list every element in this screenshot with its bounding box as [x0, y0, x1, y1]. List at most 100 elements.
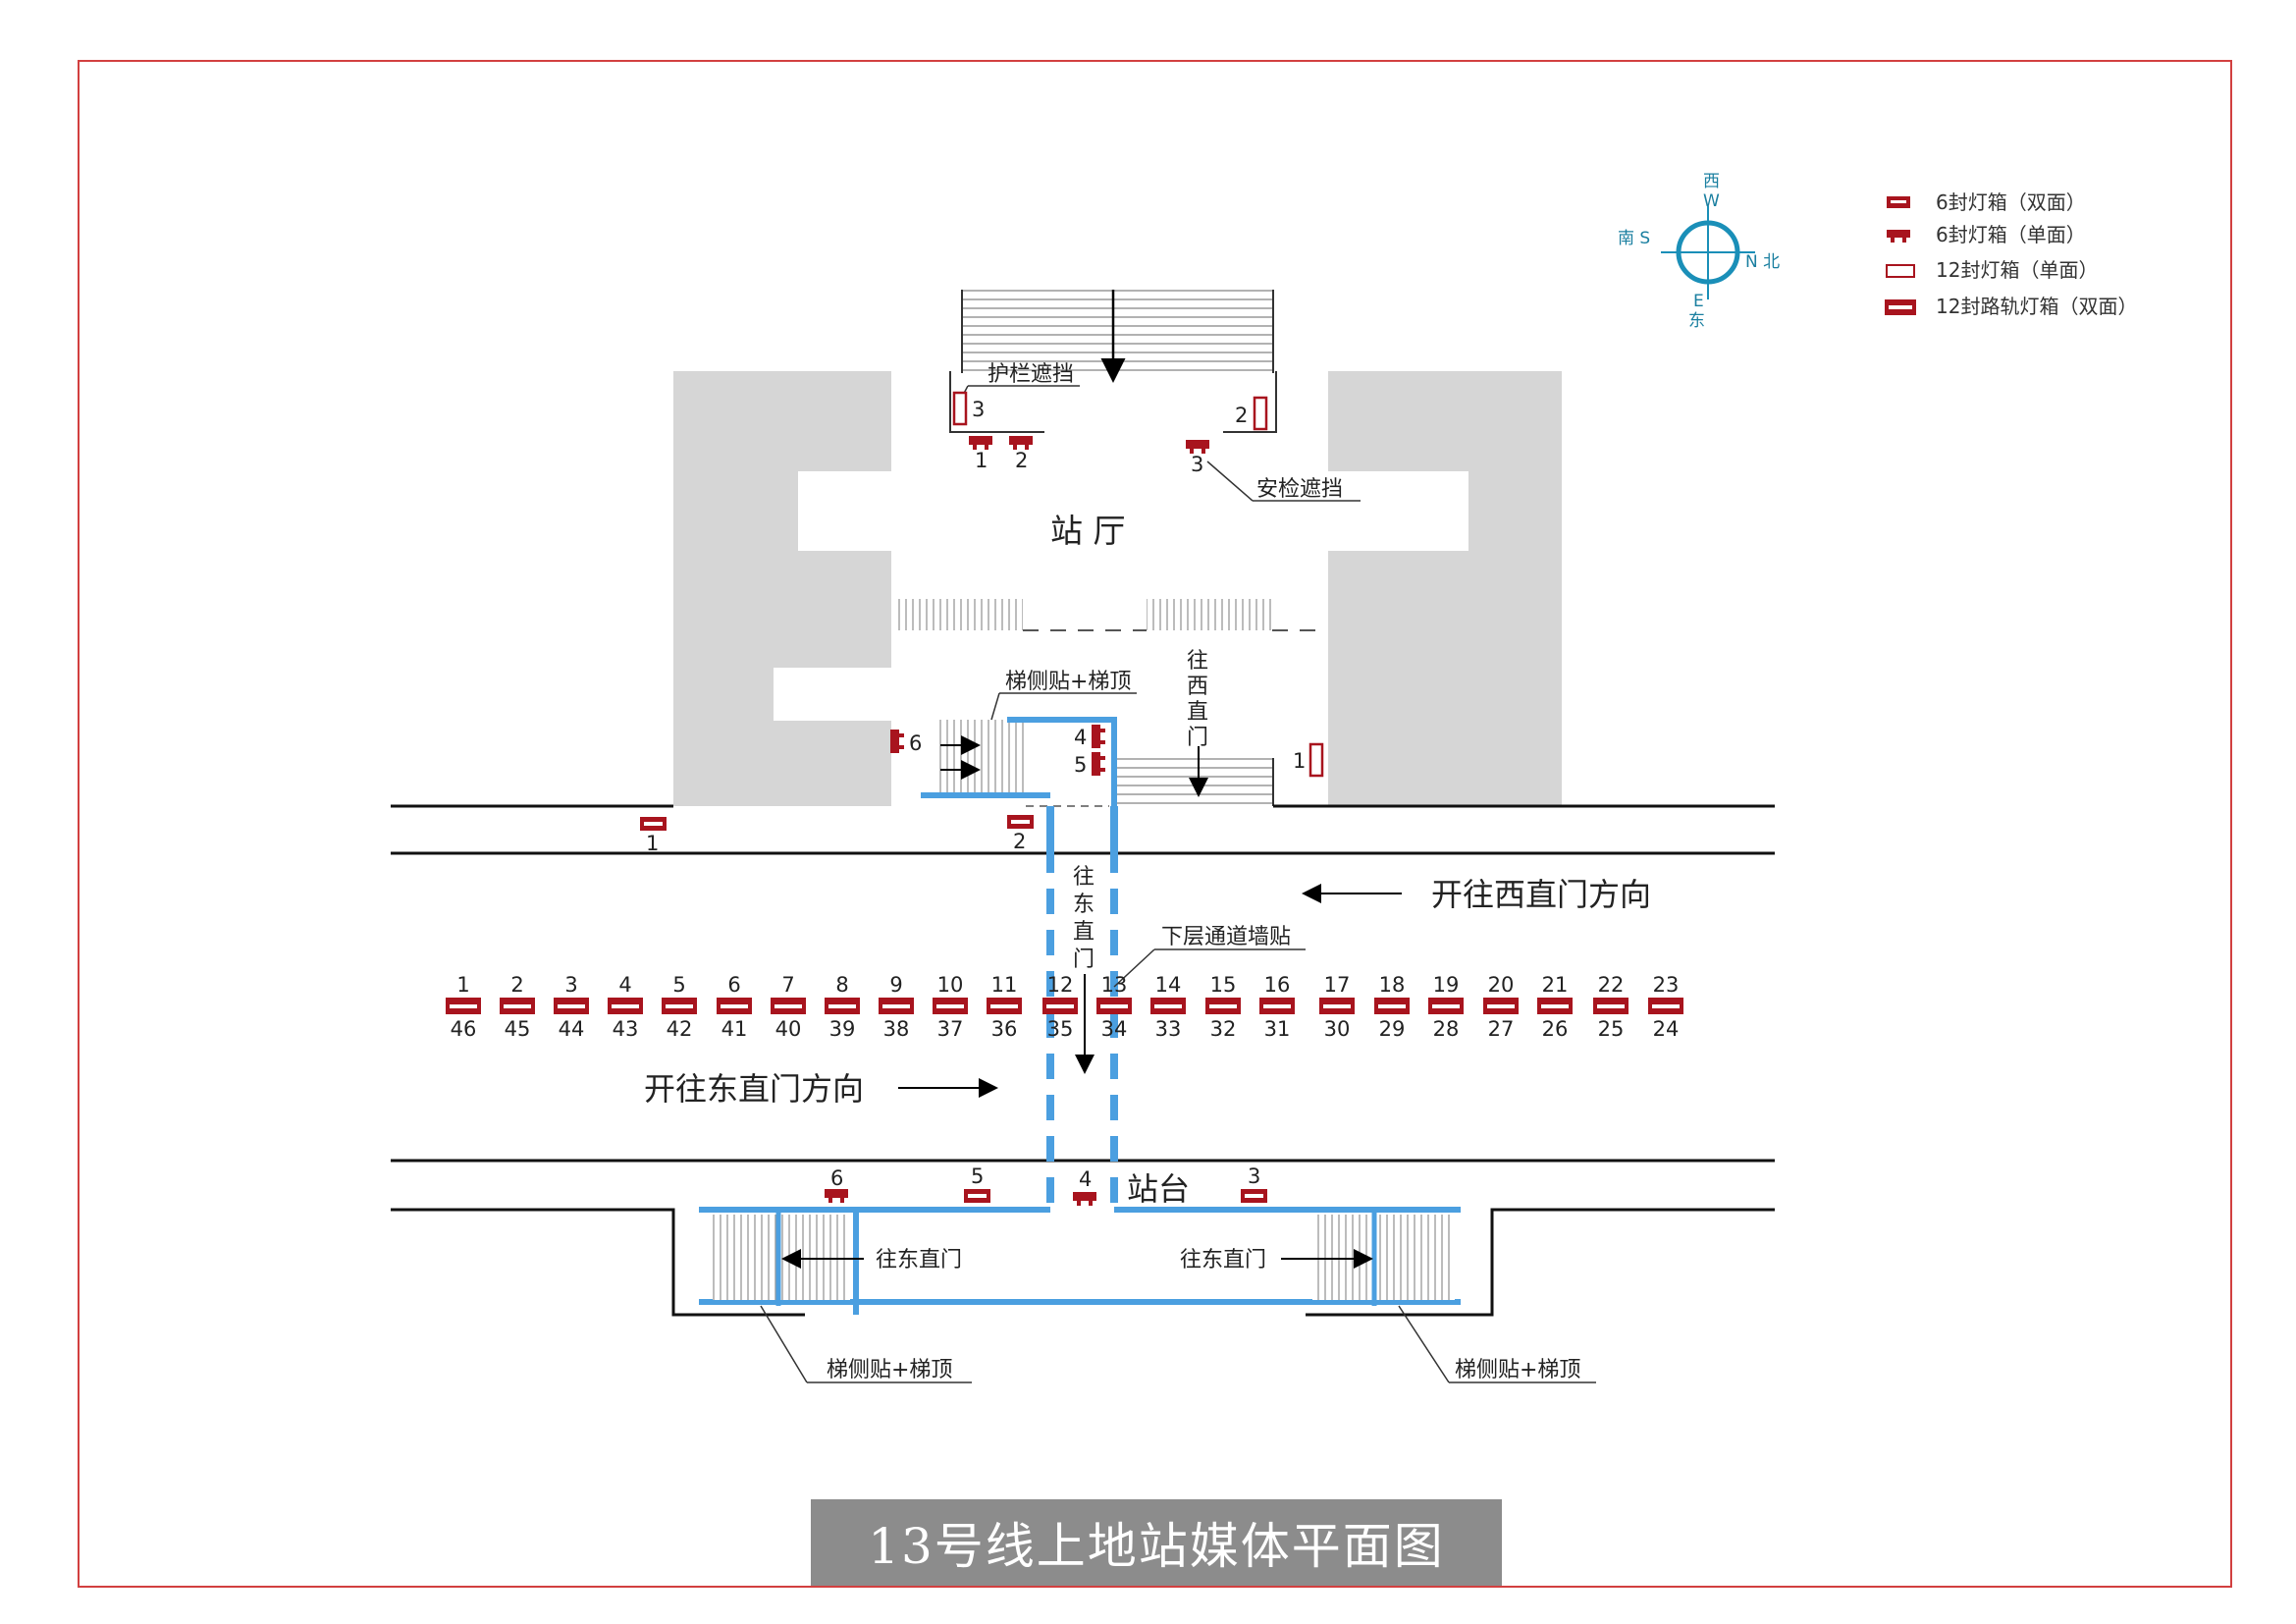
- track-lightbox-bottom-number: 46: [451, 1017, 477, 1041]
- compass-east-cn: 东: [1688, 311, 1705, 331]
- platform-name: 站台: [1127, 1170, 1190, 1208]
- track-lightbox: [1648, 998, 1683, 1014]
- hall-12-box-2: [1253, 396, 1268, 431]
- track-lightbox-top-number: 13: [1101, 973, 1128, 997]
- track-lightbox-bottom-number: 26: [1542, 1017, 1569, 1041]
- platform-box-6-num: 6: [830, 1166, 843, 1190]
- ticket-gates: [895, 599, 1327, 631]
- track-lightbox-bottom-number: 27: [1488, 1017, 1515, 1041]
- to-east-label-3: 直: [1073, 920, 1095, 945]
- guard-label: 护栏遮挡: [988, 362, 1074, 387]
- hall-6-box-4: [1092, 725, 1105, 748]
- track-lightbox-top-number: 22: [1598, 973, 1625, 997]
- track-lightbox-top-number: 19: [1433, 973, 1460, 997]
- track-lightbox-bottom-number: 38: [883, 1017, 910, 1041]
- track-lightbox-bottom-number: 45: [505, 1017, 531, 1041]
- track-lightbox: [717, 998, 752, 1014]
- page-border: [78, 60, 2232, 1588]
- compass-north: N 北: [1745, 252, 1780, 272]
- track-lightbox-bottom-number: 44: [559, 1017, 585, 1041]
- hall-12-box-1-num: 1: [1293, 749, 1306, 773]
- track-lightbox-top-number: 16: [1264, 973, 1291, 997]
- hall-6-box-2-num: 2: [1015, 449, 1028, 472]
- track-lightbox-bottom-number: 24: [1653, 1017, 1680, 1041]
- track-lightbox-bottom-number: 36: [991, 1017, 1018, 1041]
- platform-box-5-num: 5: [971, 1164, 984, 1188]
- track-lightbox-bottom-number: 29: [1379, 1017, 1406, 1041]
- track-lightbox: [446, 998, 481, 1014]
- to-west-label-1: 往: [1187, 649, 1208, 674]
- track-lightbox: [879, 998, 914, 1014]
- page-title: 13号线上地站媒体平面图: [868, 1518, 1445, 1575]
- track-lightbox-top-number: 12: [1047, 973, 1074, 997]
- track-lightbox: [500, 998, 535, 1014]
- track-lightbox-top-number: 21: [1542, 973, 1569, 997]
- track-lightbox-bottom-number: 43: [613, 1017, 639, 1041]
- track-lightbox: [1537, 998, 1573, 1014]
- track-lightbox: [771, 998, 806, 1014]
- track-lightbox-top-number: 3: [564, 973, 577, 997]
- right-exit-label: 往东直门: [1180, 1248, 1266, 1272]
- track-lightbox: [1593, 998, 1629, 1014]
- single-sided-12-lightbox-icon: [1886, 264, 1915, 278]
- title-banner: 13号线上地站媒体平面图: [811, 1499, 1502, 1586]
- to-east-label-1: 往: [1073, 865, 1095, 890]
- track-lightbox-bottom-number: 40: [775, 1017, 802, 1041]
- track-lightbox: [608, 998, 643, 1014]
- track-lightbox: [1205, 998, 1241, 1014]
- compass: 西 W 南 S N 北 E 东: [1618, 172, 1780, 331]
- track-lightbox-top-number: 10: [937, 973, 964, 997]
- track-lightbox: [1374, 998, 1410, 1014]
- hall-12-box-1: [1308, 742, 1324, 778]
- track-area: 1 2 往 东 直 门 开往西直门方向 开往东直门方向 下层通道墙贴 14624…: [391, 804, 1775, 1317]
- track-lightbox-top-number: 11: [991, 973, 1018, 997]
- track-lightbox-top-number: 7: [781, 973, 794, 997]
- west-stairs: [1116, 758, 1273, 804]
- platform-box-3: [1241, 1189, 1267, 1203]
- track-lightbox-top-number: 8: [835, 973, 848, 997]
- legend-item-2: 6封灯箱（单面）: [1936, 223, 2086, 246]
- legend-item-4: 12封路轨灯箱（双面）: [1936, 295, 2137, 318]
- double-sided-12-track-lightbox-icon: [1885, 299, 1916, 315]
- hall-6-box-5: [1092, 752, 1105, 776]
- legend: 6封灯箱（双面） 6封灯箱（单面） 12封灯箱（单面） 12封路轨灯箱（双面）: [1885, 190, 2137, 318]
- hall-6-box-3-num: 3: [1191, 453, 1203, 476]
- platform-box-6: [825, 1189, 848, 1203]
- to-west-label-3: 直: [1187, 700, 1208, 725]
- track-lightbox-top-number: 14: [1155, 973, 1182, 997]
- track-lightbox-top-number: 15: [1210, 973, 1237, 997]
- hall-6-box-4-num: 4: [1074, 726, 1087, 749]
- track-lightbox: [933, 998, 968, 1014]
- hall-6-box-5-num: 5: [1074, 753, 1087, 777]
- track-lightbox-bottom-number: 42: [667, 1017, 693, 1041]
- track-lightbox: [1042, 998, 1078, 1014]
- track-lightbox-top-number: 18: [1379, 973, 1406, 997]
- track-lightbox-bottom-number: 30: [1324, 1017, 1351, 1041]
- compass-east-en: E: [1693, 292, 1704, 311]
- east-direction-label: 开往东直门方向: [644, 1070, 864, 1108]
- to-west-label-4: 门: [1187, 726, 1208, 750]
- entrance-stairs: [962, 290, 1273, 373]
- security-label: 安检遮挡: [1256, 477, 1343, 502]
- track-lightbox-bottom-number: 41: [721, 1017, 748, 1041]
- compass-west-en: W: [1703, 191, 1720, 211]
- legend-item-1: 6封灯箱（双面）: [1936, 190, 2086, 214]
- track-lightbox-bottom-number: 34: [1101, 1017, 1128, 1041]
- track-lightbox-bottom-number: 39: [829, 1017, 856, 1041]
- platform-escalator-left: [713, 1215, 850, 1300]
- track-lightbox-bottom-number: 33: [1155, 1017, 1182, 1041]
- track-upper-box-2-num: 2: [1013, 830, 1026, 853]
- wall-poster-label: 下层通道墙贴: [1161, 925, 1291, 949]
- track-lightbox: [554, 998, 589, 1014]
- single-sided-6-lightbox-icon: [1887, 230, 1910, 243]
- platform-box-4-num: 4: [1079, 1167, 1092, 1191]
- track-lightbox-row: 1462453444435426417408399381037113612351…: [446, 973, 1683, 1041]
- platform-escalator-right: [1312, 1215, 1455, 1300]
- legend-item-3: 12封灯箱（单面）: [1936, 258, 2098, 282]
- track-lightbox: [1150, 998, 1186, 1014]
- right-escalator-label: 梯侧贴+梯顶: [1455, 1358, 1580, 1382]
- hall-walkway: [1007, 717, 1117, 806]
- hall-6-box-6: [890, 730, 904, 753]
- left-exit-label: 往东直门: [876, 1248, 962, 1272]
- to-west-label-2: 西: [1187, 675, 1208, 699]
